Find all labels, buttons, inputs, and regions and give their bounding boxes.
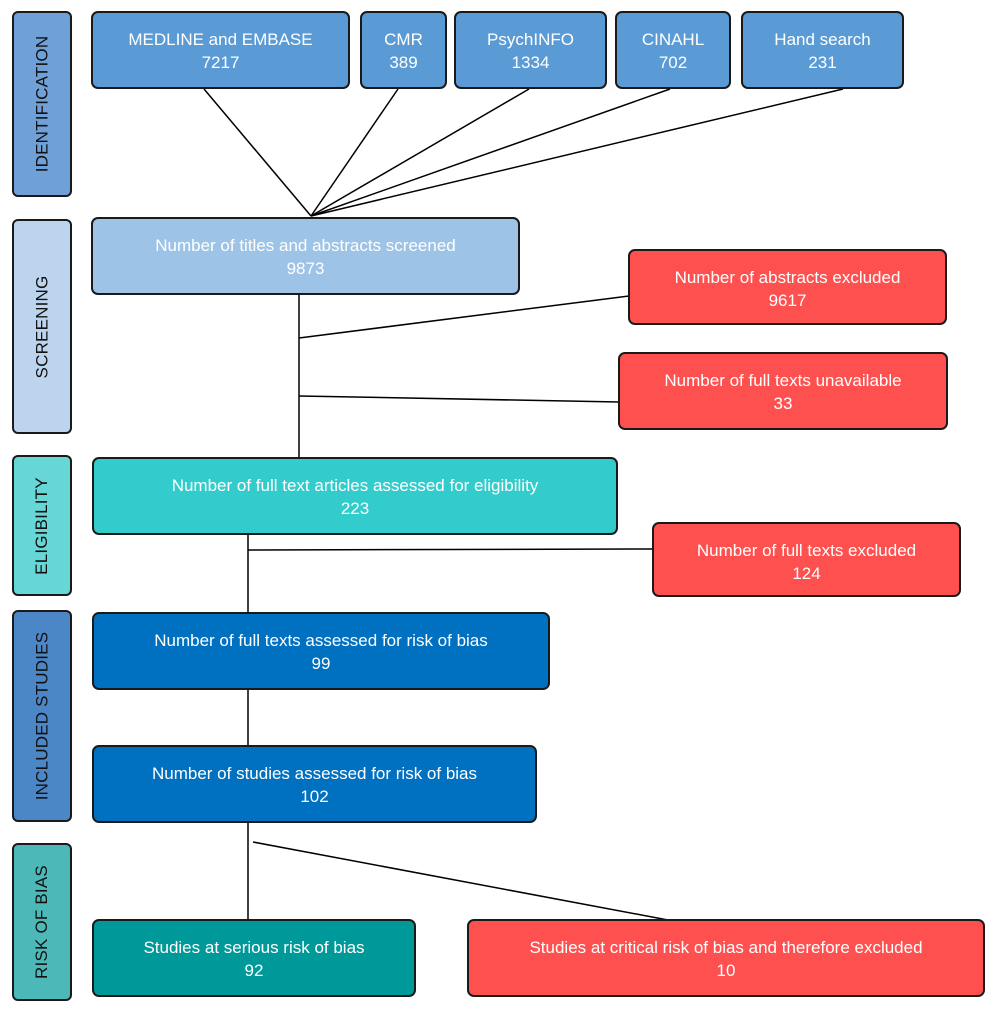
studies-rob-label: Number of studies assessed for risk of b… xyxy=(151,764,478,783)
full-texts-excluded-count: 124 xyxy=(792,564,821,583)
source-cinahl: CINAHL 702 xyxy=(615,11,731,89)
serious-rob-count: 92 xyxy=(244,961,264,980)
studies-rob-count: 102 xyxy=(300,787,329,806)
serious-rob-label: Studies at serious risk of bias xyxy=(143,938,365,957)
connector-critical xyxy=(252,841,669,921)
full-texts-rob-label: Number of full texts assessed for risk o… xyxy=(154,631,488,650)
eligibility-label: Number of full text articles assessed fo… xyxy=(171,476,539,495)
abstracts-excluded-count: 9617 xyxy=(768,291,807,310)
stage-included-studies: INCLUDED STUDIES xyxy=(12,610,72,822)
connector-psychinfo xyxy=(310,88,530,217)
serious-rob-box: Studies at serious risk of bias 92 xyxy=(92,919,416,997)
connector-cmr xyxy=(310,88,399,217)
connector-abstracts-excluded xyxy=(298,295,630,339)
source-count: 389 xyxy=(389,53,418,72)
connector-unavailable xyxy=(298,395,620,403)
source-label: CMR xyxy=(384,30,423,49)
source-label: PsychINFO xyxy=(487,30,574,49)
source-count: 7217 xyxy=(201,53,240,72)
source-hand-search: Hand search 231 xyxy=(741,11,904,89)
stage-risk-of-bias-label: RISK OF BIAS xyxy=(32,865,51,979)
screened-label: Number of titles and abstracts screened xyxy=(155,236,456,255)
source-cmr: CMR 389 xyxy=(360,11,447,89)
stage-screening: SCREENING xyxy=(12,219,72,434)
abstracts-excluded-label: Number of abstracts excluded xyxy=(674,268,901,287)
full-texts-unavailable-count: 33 xyxy=(773,394,793,413)
critical-rob-label: Studies at critical risk of bias and the… xyxy=(529,938,923,957)
source-label: CINAHL xyxy=(641,30,705,49)
screened-count: 9873 xyxy=(286,259,325,278)
connector-hand-search xyxy=(310,88,844,217)
source-count: 702 xyxy=(658,53,688,72)
stage-included-studies-label: INCLUDED STUDIES xyxy=(32,631,52,801)
full-texts-rob-box: Number of full texts assessed for risk o… xyxy=(92,612,550,690)
full-texts-excluded-box: Number of full texts excluded 124 xyxy=(652,522,961,597)
studies-rob-box: Number of studies assessed for risk of b… xyxy=(92,745,537,823)
critical-rob-count: 10 xyxy=(716,961,736,980)
full-texts-rob-count: 99 xyxy=(311,654,331,673)
eligibility-box: Number of full text articles assessed fo… xyxy=(92,457,618,535)
abstracts-excluded-box: Number of abstracts excluded 9617 xyxy=(628,249,947,325)
source-label: MEDLINE and EMBASE xyxy=(128,30,313,49)
source-label: Hand search xyxy=(774,30,871,49)
source-psychinfo: PsychINFO 1334 xyxy=(454,11,607,89)
stage-eligibility-label: ELIGIBILITY xyxy=(32,476,52,575)
source-count: 231 xyxy=(808,53,837,72)
connector-medline xyxy=(203,88,312,217)
stage-eligibility: ELIGIBILITY xyxy=(12,455,72,596)
full-texts-unavailable-label: Number of full texts unavailable xyxy=(664,371,902,390)
critical-rob-box: Studies at critical risk of bias and the… xyxy=(467,919,985,997)
connector-cinahl xyxy=(310,88,671,217)
stage-identification-label: IDENTIFICATION xyxy=(32,35,51,173)
stage-risk-of-bias: RISK OF BIAS xyxy=(12,843,72,1001)
stage-screening-label: SCREENING xyxy=(32,275,51,378)
full-texts-excluded-label: Number of full texts excluded xyxy=(696,541,917,560)
source-medline-embase: MEDLINE and EMBASE 7217 xyxy=(91,11,350,89)
eligibility-count: 223 xyxy=(340,499,370,518)
screened-box: Number of titles and abstracts screened … xyxy=(91,217,520,295)
full-texts-unavailable-box: Number of full texts unavailable 33 xyxy=(618,352,948,430)
connector-full-texts-excluded xyxy=(247,548,654,551)
source-count: 1334 xyxy=(511,53,550,72)
stage-identification: IDENTIFICATION xyxy=(12,11,72,197)
